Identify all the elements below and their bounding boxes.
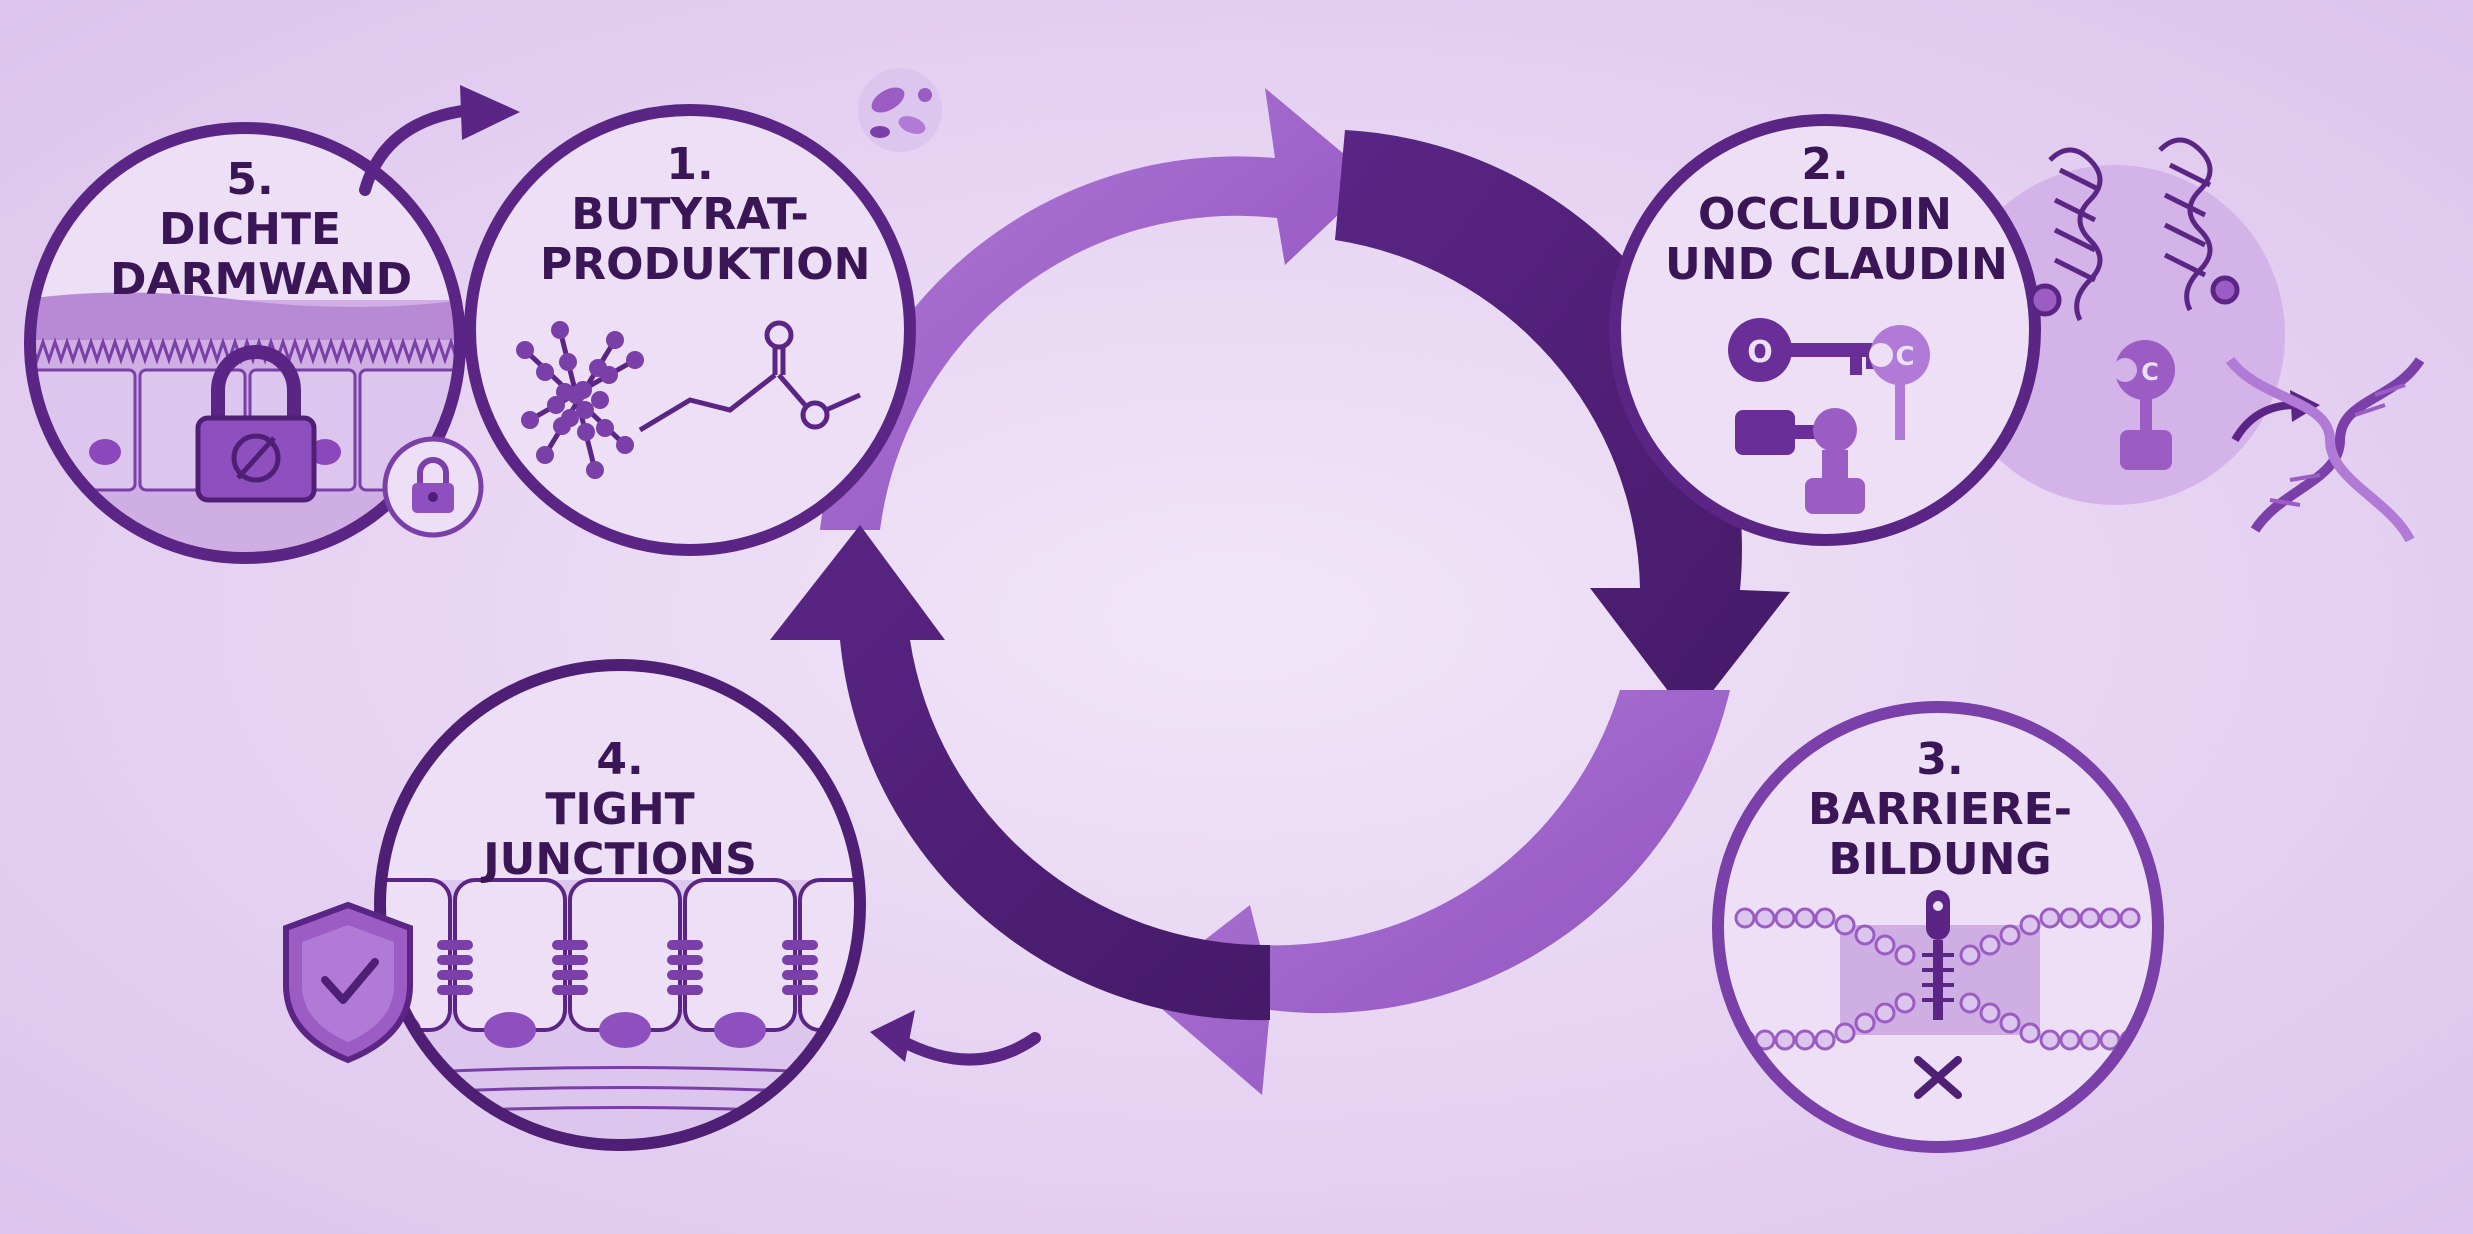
stage-5-title-line2: DARMWAND	[110, 254, 413, 305]
stage-1-number: 1.	[666, 139, 714, 190]
stage-3-title-line2: BILDUNG	[1828, 834, 2052, 885]
protein-backdrop	[1945, 165, 2285, 505]
stage-4-label: 4. TIGHT JUNCTIONS	[470, 735, 770, 885]
stage-2-label: 2. OCCLUDIN UND CLAUDIN	[1665, 139, 2008, 290]
arrow-5-to-1	[359, 85, 520, 196]
x-mark-icon	[1914, 1056, 1962, 1099]
cycle-arrow-bottom-right	[1140, 690, 1730, 1095]
protein-structure-icon	[2028, 137, 2240, 322]
zipper-icon	[1922, 890, 1954, 1020]
stage-2-number: 2.	[1801, 139, 1849, 190]
claudin-marker: C	[1895, 342, 1914, 372]
stage-5-title-line1: DICHTE	[158, 204, 342, 255]
claudin-free-marker: C	[2141, 358, 2159, 386]
stage-3-number: 3.	[1916, 734, 1964, 785]
stage-5-label: 5. DICHTE DARMWAND	[110, 154, 413, 305]
padlock-icon	[195, 345, 317, 503]
stage-2-title-line2: UND CLAUDIN	[1665, 239, 2008, 290]
stage-4-circle	[374, 659, 866, 1151]
cycle-arrows	[770, 88, 1790, 1095]
butyrate-molecule-icon	[516, 320, 862, 479]
cycle-arrow-top-right	[1335, 130, 1790, 720]
stage-3-label: 3. BARRIERE- BILDUNG	[1790, 735, 2090, 885]
stage-5-circle	[24, 122, 484, 564]
occludin-marker: O	[1747, 335, 1773, 370]
stage-5-number: 5.	[226, 154, 274, 205]
stage-1-title-line2: PRODUKTION	[540, 239, 871, 290]
dna-icon	[2226, 356, 2425, 543]
bacteria-icon	[858, 68, 942, 152]
stage-2-circle: O C	[1609, 114, 2041, 546]
stage-3-circle	[1712, 701, 2164, 1153]
stage-3-title-line1: BARRIERE-	[1808, 784, 2072, 835]
arrow-3-to-4	[870, 1010, 1041, 1066]
cycle-arrow-top-left	[820, 88, 1375, 530]
key-lock-icon: O C	[1728, 318, 1930, 514]
stage-4-title-line2: JUNCTIONS	[483, 834, 757, 885]
stage-1-label: 1. BUTYRAT- PRODUKTION	[540, 139, 871, 290]
stage-2-title-line1: OCCLUDIN	[1698, 189, 1952, 240]
small-lock-icon	[382, 436, 484, 538]
shield-check-icon	[283, 901, 413, 1064]
cycle-arrow-bottom-left	[770, 525, 1270, 1021]
stage-1-title-line1: BUTYRAT-	[571, 189, 809, 240]
stage-4-number: 4.	[596, 734, 644, 785]
stage-4-title-line1: TIGHT	[545, 784, 695, 835]
stage-1-circle	[464, 104, 916, 556]
claudin-free-icon: C	[2113, 340, 2175, 470]
